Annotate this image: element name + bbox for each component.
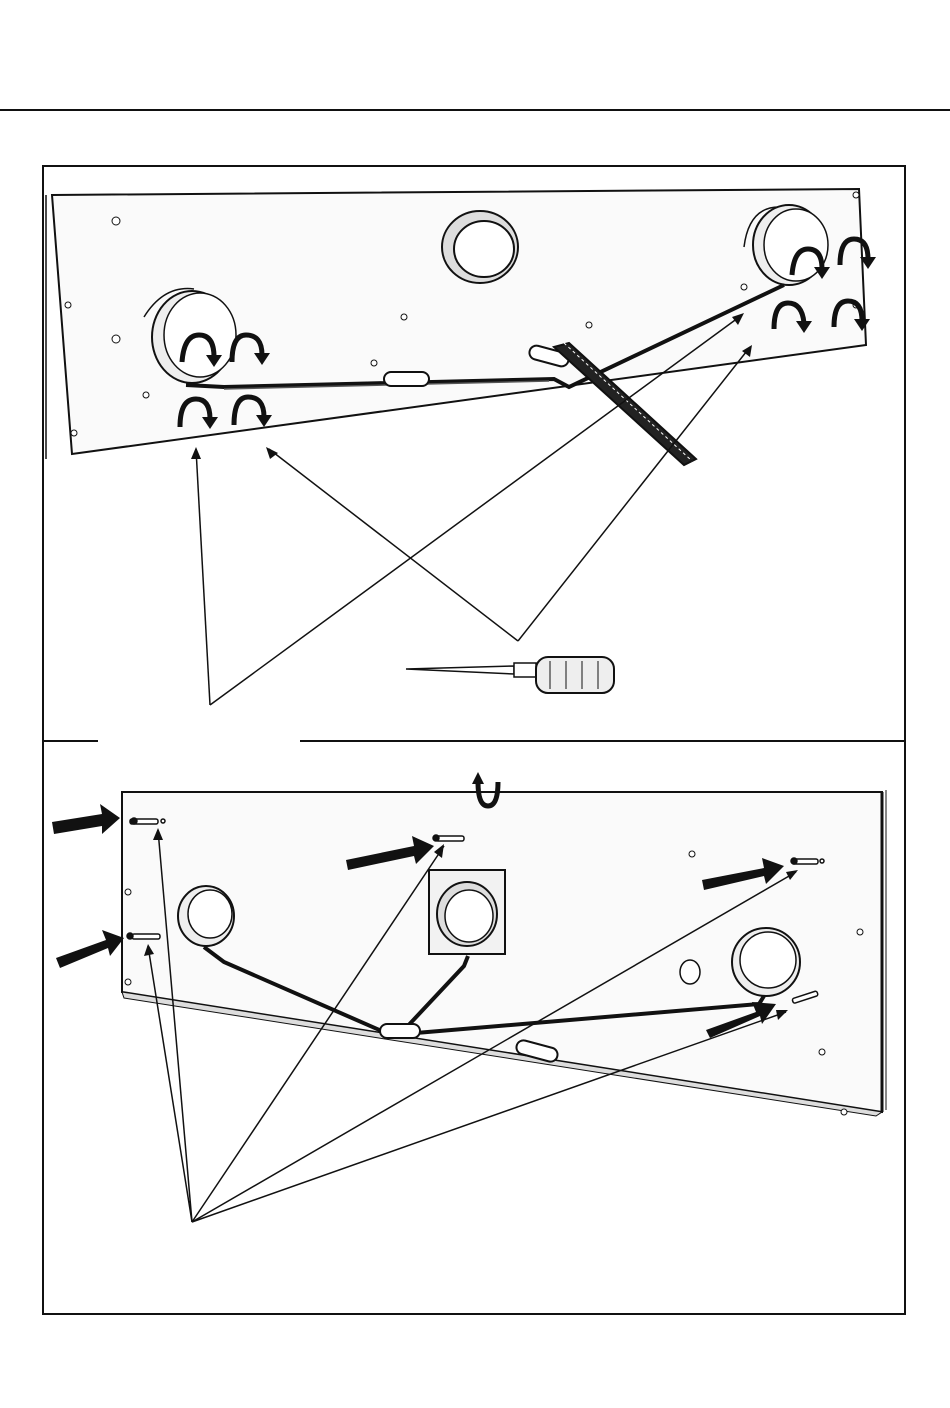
screwdriver-icon (406, 657, 614, 693)
figure-frame (42, 165, 906, 1315)
header-rule (0, 109, 950, 111)
bottom-panel-illustration (44, 742, 906, 1313)
small-vent (680, 960, 700, 984)
vent-opening-center (442, 211, 518, 283)
panel-bottom (44, 742, 904, 1313)
vent-right (732, 928, 800, 996)
vent-left (178, 886, 234, 946)
top-panel-illustration (44, 167, 906, 742)
slot-handle-left (380, 1024, 420, 1038)
vent-center-plate (429, 870, 505, 954)
panel-top (44, 167, 904, 742)
slot-handle-left (384, 372, 429, 386)
